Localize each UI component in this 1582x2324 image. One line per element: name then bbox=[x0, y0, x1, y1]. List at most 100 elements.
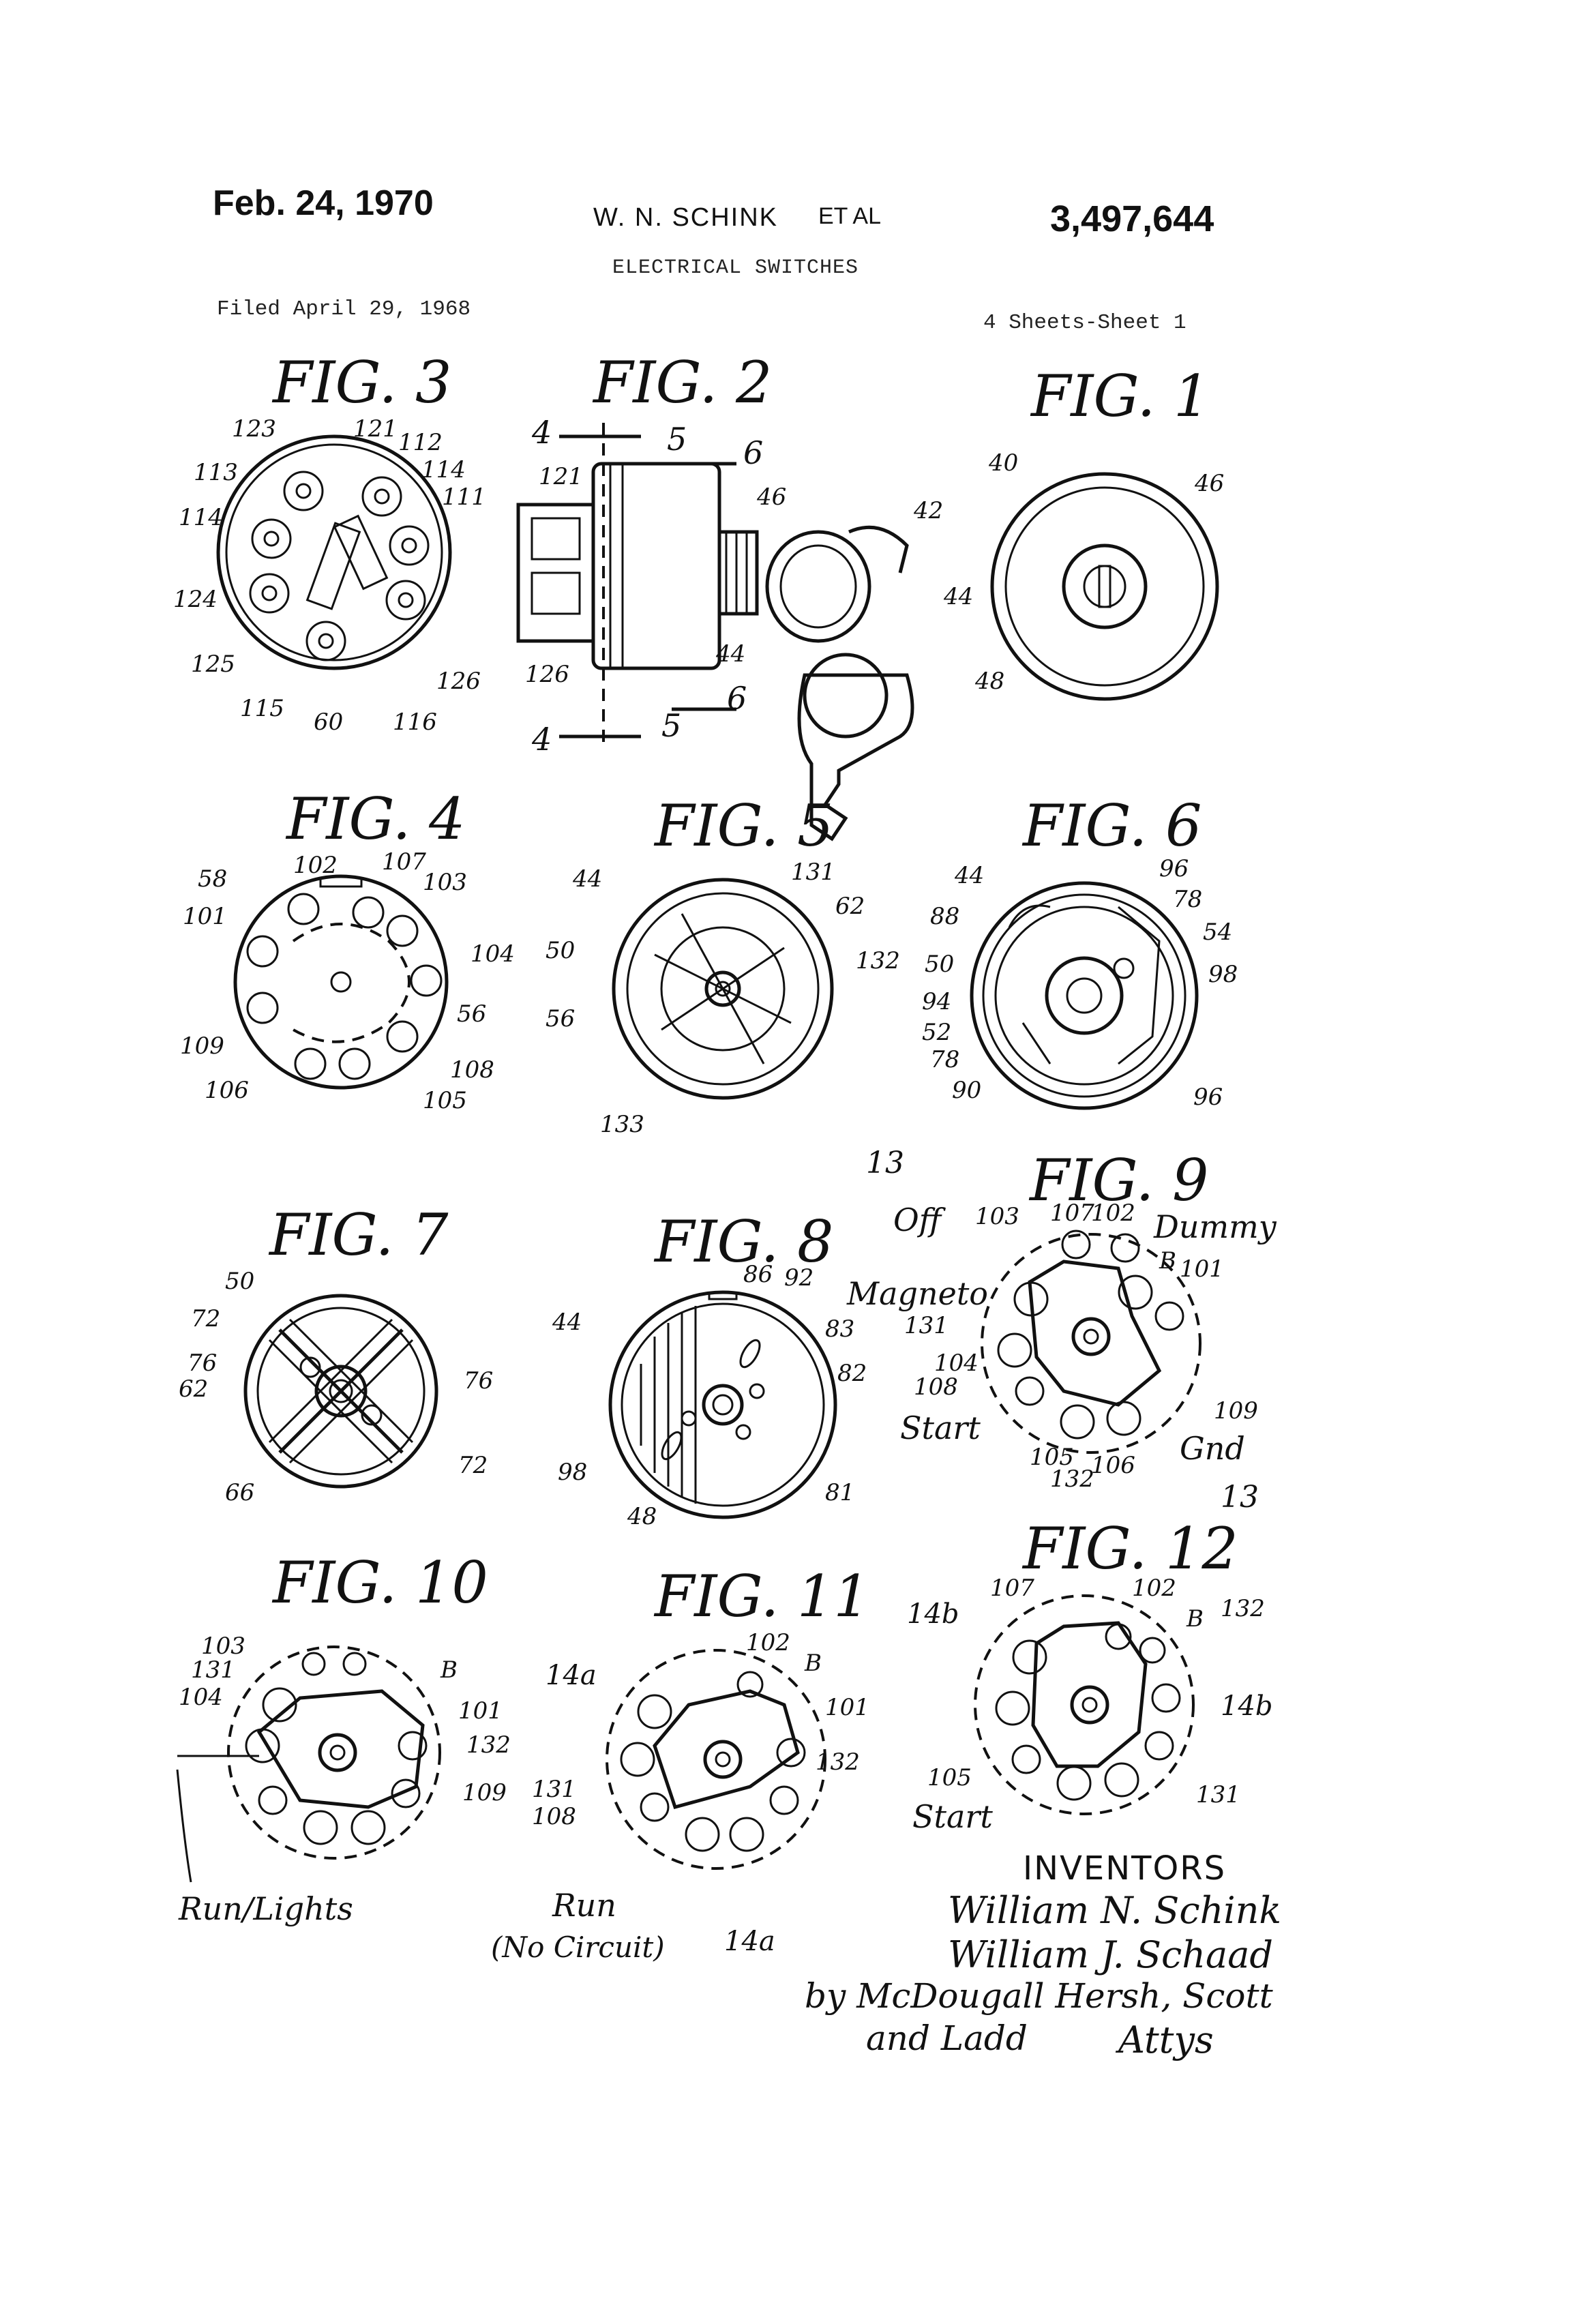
filed-date: Filed April 29, 1968 bbox=[217, 297, 471, 321]
inventor-name-2: William J. Schaad bbox=[948, 1933, 1273, 1976]
patent-date: Feb. 24, 1970 bbox=[213, 183, 434, 223]
svg-text:88: 88 bbox=[930, 903, 959, 930]
svg-text:60: 60 bbox=[314, 709, 343, 736]
svg-text:98: 98 bbox=[1208, 961, 1238, 988]
svg-text:46: 46 bbox=[756, 483, 786, 511]
off-label: Off bbox=[893, 1202, 946, 1238]
svg-text:105: 105 bbox=[1030, 1444, 1074, 1471]
patent-title: ELECTRICAL SWITCHES bbox=[612, 256, 859, 280]
svg-text:125: 125 bbox=[191, 651, 235, 678]
svg-text:44: 44 bbox=[572, 865, 602, 893]
run-label: Run bbox=[552, 1887, 616, 1924]
svg-text:126: 126 bbox=[525, 661, 569, 688]
attorney-line-2: and Ladd bbox=[866, 2018, 1028, 2058]
svg-text:52: 52 bbox=[922, 1019, 951, 1046]
svg-text:106: 106 bbox=[1091, 1452, 1135, 1479]
svg-text:103: 103 bbox=[423, 869, 467, 896]
svg-text:13: 13 bbox=[1221, 1480, 1259, 1515]
svg-text:94: 94 bbox=[922, 988, 951, 1015]
svg-text:48: 48 bbox=[974, 668, 1004, 695]
svg-text:101: 101 bbox=[458, 1697, 503, 1725]
svg-text:B: B bbox=[1186, 1605, 1204, 1633]
svg-text:111: 111 bbox=[442, 483, 486, 511]
no-circuit-label: (No Circuit) bbox=[491, 1931, 665, 1964]
svg-text:50: 50 bbox=[225, 1268, 254, 1295]
fig5-label: FIG. 5 bbox=[653, 792, 833, 859]
svg-text:126: 126 bbox=[436, 668, 481, 695]
sheet-info: 4 Sheets-Sheet 1 bbox=[983, 311, 1186, 335]
svg-text:132: 132 bbox=[816, 1748, 860, 1776]
svg-text:48: 48 bbox=[627, 1503, 657, 1530]
fig8-label: FIG. 8 bbox=[653, 1208, 833, 1275]
svg-text:81: 81 bbox=[825, 1479, 854, 1506]
svg-text:101: 101 bbox=[825, 1694, 869, 1721]
svg-text:124: 124 bbox=[173, 586, 218, 613]
svg-text:105: 105 bbox=[927, 1764, 972, 1791]
svg-text:103: 103 bbox=[975, 1203, 1019, 1230]
svg-text:50: 50 bbox=[546, 937, 575, 964]
svg-text:13: 13 bbox=[866, 1146, 904, 1180]
svg-text:44: 44 bbox=[715, 640, 745, 668]
inventor-name-1: William N. Schink bbox=[948, 1889, 1282, 1932]
svg-text:B: B bbox=[1159, 1247, 1176, 1275]
svg-text:14a: 14a bbox=[724, 1926, 775, 1957]
magneto-label: Magneto bbox=[846, 1275, 988, 1312]
svg-text:108: 108 bbox=[532, 1803, 576, 1830]
svg-text:6: 6 bbox=[727, 680, 747, 717]
svg-text:42: 42 bbox=[913, 497, 943, 524]
svg-text:54: 54 bbox=[1203, 919, 1232, 946]
svg-text:62: 62 bbox=[179, 1375, 208, 1403]
svg-text:44: 44 bbox=[552, 1309, 582, 1336]
svg-text:121: 121 bbox=[353, 415, 398, 443]
svg-text:107: 107 bbox=[382, 848, 426, 876]
svg-text:133: 133 bbox=[600, 1111, 644, 1138]
svg-text:5: 5 bbox=[661, 707, 681, 744]
svg-text:82: 82 bbox=[837, 1360, 867, 1387]
svg-text:72: 72 bbox=[191, 1305, 220, 1332]
svg-text:B: B bbox=[440, 1656, 458, 1684]
attorney-line-1: by McDougall Hersh, Scott bbox=[805, 1976, 1273, 2016]
svg-text:123: 123 bbox=[232, 415, 276, 443]
svg-text:131: 131 bbox=[191, 1656, 235, 1684]
gnd-label: Gnd bbox=[1180, 1430, 1245, 1467]
fig12-label: FIG. 12 bbox=[1021, 1515, 1238, 1582]
svg-text:116: 116 bbox=[393, 709, 437, 736]
svg-text:132: 132 bbox=[856, 947, 900, 974]
svg-text:131: 131 bbox=[532, 1776, 576, 1803]
svg-text:14b: 14b bbox=[1221, 1690, 1273, 1722]
svg-text:96: 96 bbox=[1193, 1084, 1223, 1111]
svg-text:58: 58 bbox=[198, 865, 227, 893]
svg-text:6: 6 bbox=[743, 434, 763, 471]
svg-text:46: 46 bbox=[1194, 470, 1224, 497]
svg-text:B: B bbox=[804, 1650, 822, 1677]
inventors-heading: INVENTORS bbox=[1023, 1849, 1227, 1888]
svg-text:132: 132 bbox=[1050, 1465, 1094, 1493]
svg-text:132: 132 bbox=[1221, 1595, 1265, 1622]
fig7-label: FIG. 7 bbox=[268, 1202, 449, 1268]
svg-text:131: 131 bbox=[1196, 1781, 1240, 1808]
svg-text:121: 121 bbox=[539, 463, 583, 490]
svg-text:40: 40 bbox=[988, 449, 1018, 477]
svg-text:78: 78 bbox=[1173, 886, 1202, 913]
svg-text:14b: 14b bbox=[907, 1598, 959, 1630]
svg-text:72: 72 bbox=[458, 1452, 488, 1479]
svg-text:114: 114 bbox=[421, 456, 466, 483]
svg-text:132: 132 bbox=[466, 1731, 511, 1759]
svg-text:83: 83 bbox=[825, 1315, 854, 1343]
fig11-label: FIG. 11 bbox=[653, 1563, 870, 1630]
svg-text:4: 4 bbox=[531, 414, 552, 451]
svg-text:98: 98 bbox=[558, 1459, 587, 1486]
svg-text:86: 86 bbox=[743, 1261, 773, 1288]
fig6-label: FIG. 6 bbox=[1021, 792, 1202, 859]
svg-text:105: 105 bbox=[423, 1087, 467, 1114]
